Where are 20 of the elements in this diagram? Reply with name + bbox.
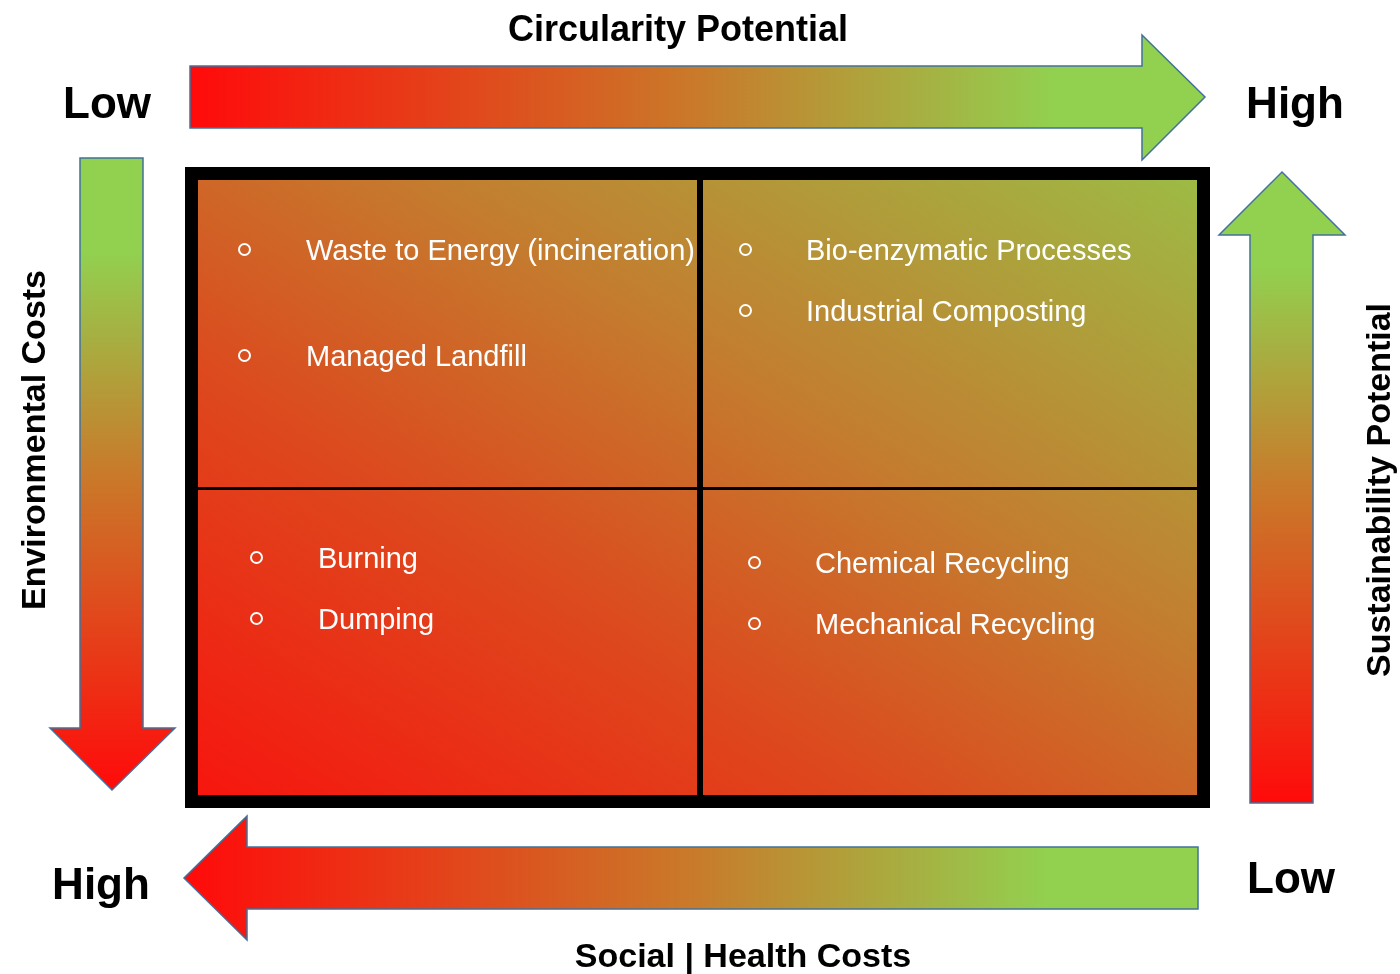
list-item: Managed Landfill — [306, 339, 528, 374]
list-item: Waste to Energy (incineration) — [306, 233, 696, 268]
list-item: Burning — [318, 541, 419, 576]
scale-label: High — [52, 862, 150, 906]
scale-label: High — [1246, 81, 1344, 125]
scale-label: Low — [63, 81, 151, 125]
axis-title: Circularity Potential — [507, 11, 849, 47]
list-item: Bio-enzymatic Processes — [806, 233, 1133, 268]
list-item: Dumping — [318, 602, 436, 637]
quadrant-box — [195, 487, 700, 798]
axis-title: Sustainability Potential — [1361, 302, 1395, 678]
list-item: Industrial Composting — [806, 294, 1088, 329]
quadrant-box — [195, 177, 700, 490]
list-item: Mechanical Recycling — [815, 607, 1097, 642]
scale-label: Low — [1247, 856, 1335, 900]
axis-title: Environmental Costs — [16, 269, 50, 611]
quadrant-box — [700, 487, 1200, 798]
axis-title: Social | Health Costs — [574, 938, 912, 972]
list-item: Chemical Recycling — [815, 546, 1071, 581]
quadrant-box — [700, 177, 1200, 490]
